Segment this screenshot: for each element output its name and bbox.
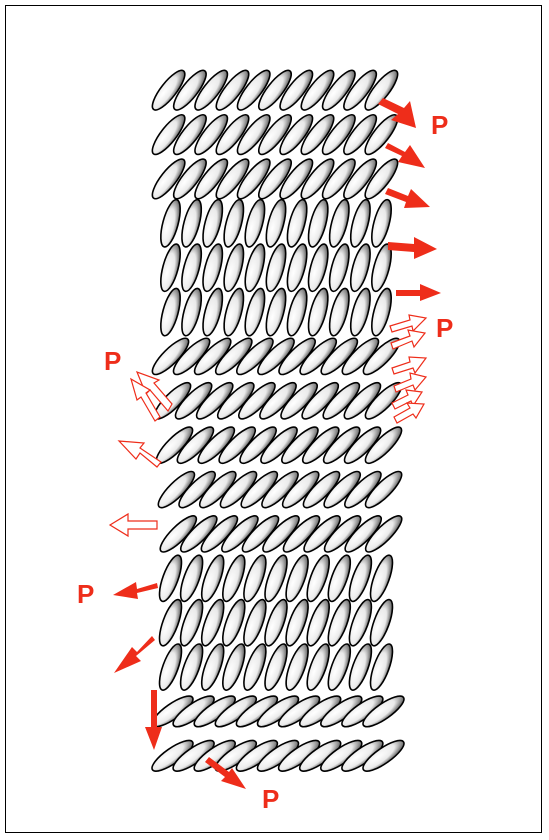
particle-ellipse	[157, 198, 184, 249]
particle-ellipse	[199, 242, 226, 293]
outline-arrow-left-4	[110, 514, 157, 536]
particle-stack	[148, 66, 408, 776]
particle-ellipse	[220, 198, 247, 249]
particle-ellipse	[199, 198, 226, 249]
particle-ellipse	[157, 287, 184, 338]
filled-arrow-right-3	[385, 188, 430, 208]
particle-ellipse	[262, 287, 289, 338]
p-label-mid-right: P	[436, 313, 453, 343]
filled-arrow-left-2	[114, 636, 155, 673]
particle-ellipse	[326, 242, 353, 293]
particle-ellipse	[347, 198, 374, 249]
p-label-mid-left: P	[104, 346, 121, 376]
filled-arrow-right-5	[396, 284, 441, 301]
particle-ellipse	[283, 198, 310, 249]
particle-ellipse	[305, 287, 332, 338]
p-label-lower-left: P	[77, 579, 94, 609]
particle-ellipse	[283, 242, 310, 293]
particle-ellipse	[220, 242, 247, 293]
particle-ellipse	[220, 287, 247, 338]
outline-arrow-right-3	[392, 357, 426, 374]
particle-ellipse	[326, 198, 353, 249]
particle-ellipse	[199, 287, 226, 338]
particle-ellipse	[368, 198, 395, 249]
particle-ellipse	[262, 198, 289, 249]
p-label-top-right: P	[431, 110, 448, 140]
particle-ellipse	[305, 242, 332, 293]
particle-ellipse	[305, 198, 332, 249]
outline-arrow-left-3	[119, 441, 161, 467]
particle-ellipse	[241, 198, 268, 249]
particle-ellipse	[241, 287, 268, 338]
p-label-bottom: P	[262, 784, 279, 814]
particle-ellipse	[347, 242, 374, 293]
particle-ellipse	[283, 287, 310, 338]
particle-ellipse	[157, 242, 184, 293]
particle-ellipse	[262, 242, 289, 293]
particle-ellipse	[241, 242, 268, 293]
particle-ellipse	[178, 287, 205, 338]
particle-ellipse	[178, 242, 205, 293]
filled-arrow-left-1	[113, 582, 158, 599]
particle-ellipse	[178, 198, 205, 249]
particle-ellipse	[347, 287, 374, 338]
particle-ellipse	[326, 287, 353, 338]
filled-arrow-right-4	[388, 237, 437, 259]
outline-arrows-right	[390, 315, 426, 423]
